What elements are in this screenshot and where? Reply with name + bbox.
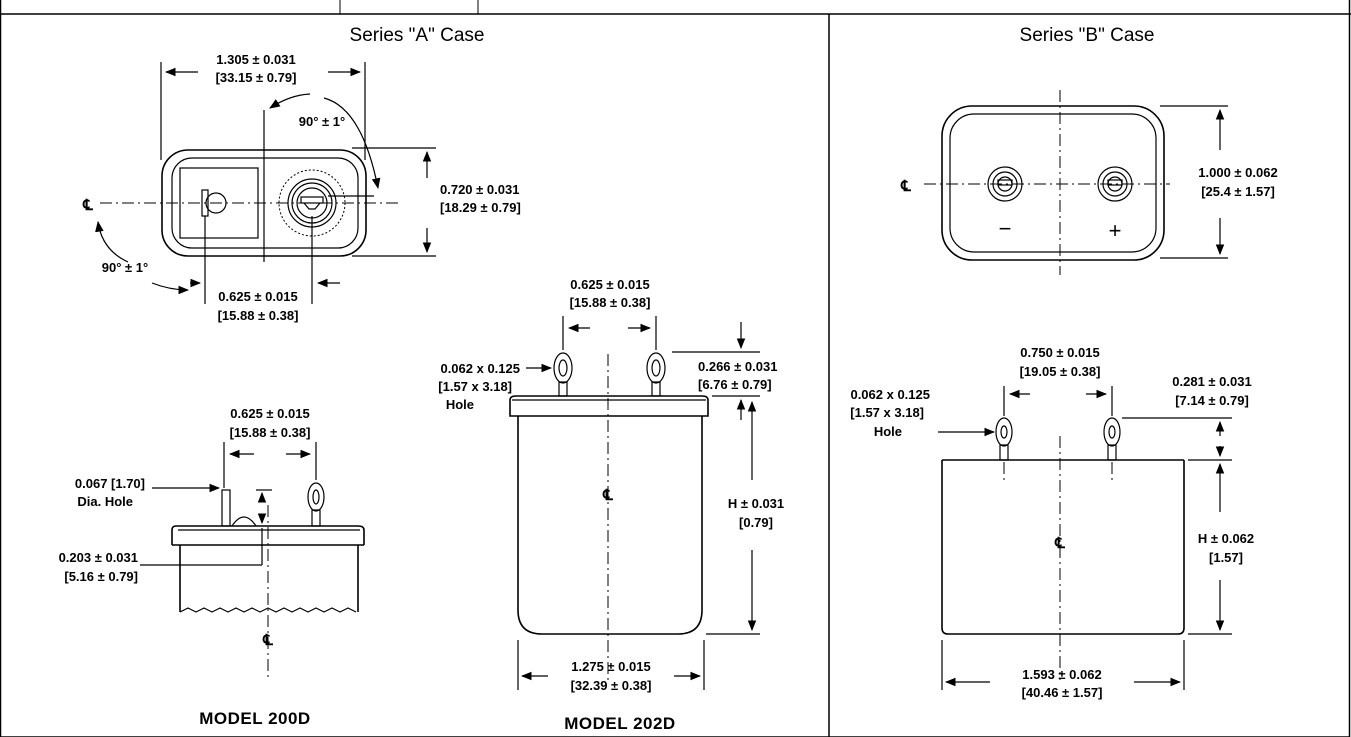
series-a-angle-top: 90° ± 1°: [299, 114, 345, 129]
series-b-plus: +: [1109, 218, 1122, 243]
model-200d-spacing-mm: [15.88 ± 0.38]: [230, 425, 311, 440]
series-b-side-height-mm: [1.57]: [1209, 550, 1243, 565]
model-202d-terminal-in: 0.266 ± 0.031: [698, 359, 777, 374]
series-b-side-spacing-in: 0.750 ± 0.015: [1020, 345, 1099, 360]
series-b-side-hole-line1: 0.062 x 0.125: [850, 387, 930, 402]
centerline-symbol-202d: ℄: [602, 487, 613, 504]
model-202d-spacing-in: 0.625 ± 0.015: [570, 277, 649, 292]
model-200d-label: MODEL 200D: [199, 709, 310, 728]
series-a-top-view: [95, 62, 436, 304]
series-b-height-in: 1.000 ± 0.062: [1198, 165, 1277, 180]
model-202d-label: MODEL 202D: [564, 714, 675, 733]
series-b-side-spacing-mm: [19.05 ± 0.38]: [1020, 364, 1101, 379]
model-200d-hole-line1: 0.067 [1.70]: [75, 476, 145, 491]
series-b-side-terminal-mm: [7.14 ± 0.79]: [1175, 393, 1249, 408]
series-a-height-mm: [18.29 ± 0.79]: [440, 200, 521, 215]
centerline-symbol-200d: ℄: [262, 632, 273, 649]
series-b-side-hole-line2: [1.57 x 3.18]: [850, 405, 924, 420]
centerline-symbol: ℄: [82, 197, 93, 214]
model-200d-offset-in: 0.203 ± 0.031: [59, 550, 138, 565]
series-b-side-hole-line3: Hole: [874, 424, 902, 439]
centerline-symbol-b-side: ℄: [1054, 535, 1065, 552]
model-200d-spacing-in: 0.625 ± 0.015: [230, 406, 309, 421]
model-202d-hole-line2: [1.57 x 3.18]: [438, 379, 512, 394]
series-a-spacing-in: 0.625 ± 0.015: [218, 289, 297, 304]
series-b-side-width-in: 1.593 ± 0.062: [1022, 667, 1101, 682]
model-202d-height-mm: [0.79]: [739, 515, 773, 530]
model-202d-width-in: 1.275 ± 0.015: [571, 659, 650, 674]
model-202d-hole-line3: Hole: [446, 397, 474, 412]
series-a-spacing-mm: [15.88 ± 0.38]: [218, 308, 299, 323]
series-a-title: Series "A" Case: [350, 25, 485, 46]
model-202d-width-mm: [32.39 ± 0.38]: [571, 678, 652, 693]
model-200d-side-view: [140, 442, 365, 680]
model-202d-hole-line1: 0.062 x 0.125: [440, 361, 520, 376]
model-202d-height-in: H ± 0.031: [728, 496, 784, 511]
series-b-side-width-mm: [40.46 ± 1.57]: [1022, 685, 1103, 700]
series-b-side-view: [938, 386, 1232, 690]
series-b-side-terminal-in: 0.281 ± 0.031: [1172, 374, 1251, 389]
series-a-width-mm: [33.15 ± 0.79]: [216, 70, 297, 85]
model-200d-hole-line2: Dia. Hole: [77, 494, 133, 509]
series-b-minus: −: [999, 216, 1012, 241]
series-a-height-in: 0.720 ± 0.031: [440, 182, 519, 197]
series-a-angle-bottom: 90° ± 1°: [102, 260, 148, 275]
series-b-side-height-in: H ± 0.062: [1198, 531, 1254, 546]
centerline-symbol-b: ℄: [900, 178, 911, 195]
series-b-height-mm: [25.4 ± 1.57]: [1201, 184, 1275, 199]
series-b-title: Series "B" Case: [1020, 25, 1155, 46]
model-202d-spacing-mm: [15.88 ± 0.38]: [570, 295, 651, 310]
model-200d-offset-mm: [5.16 ± 0.79]: [64, 569, 138, 584]
series-a-width-in: 1.305 ± 0.031: [216, 52, 295, 67]
series-b-top-view: [924, 90, 1228, 275]
model-202d-terminal-mm: [6.76 ± 0.79]: [698, 377, 772, 392]
model-202d-side-view: [509, 316, 760, 690]
